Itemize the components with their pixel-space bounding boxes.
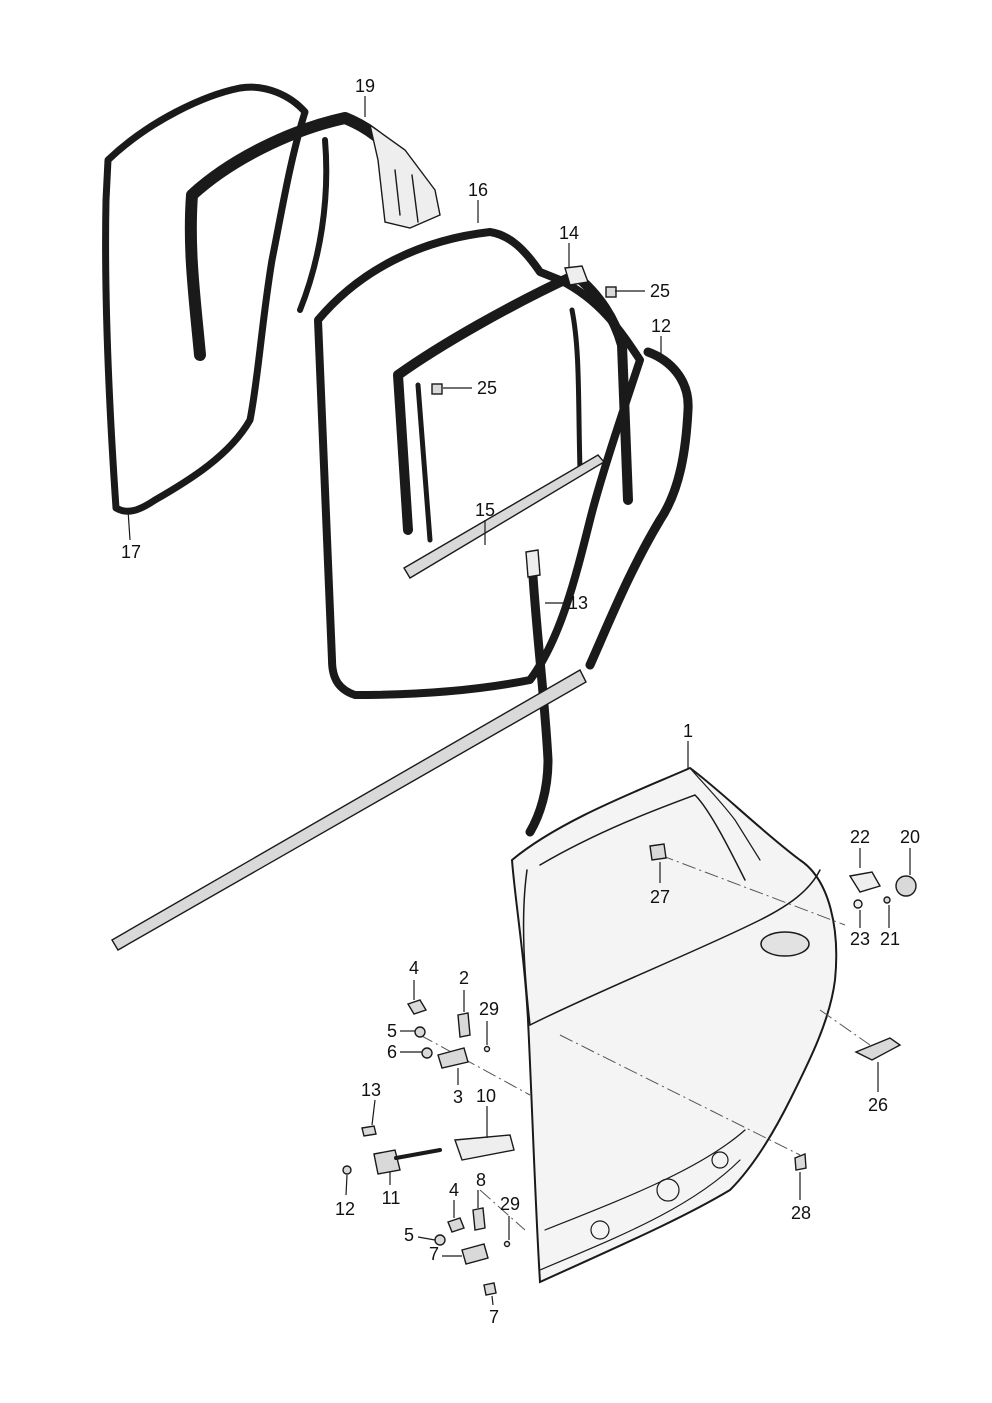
callout-19: 17 <box>121 542 141 562</box>
part-28 <box>794 1152 807 1171</box>
callout-12: 12 <box>335 1199 355 1219</box>
callout-8: 8 <box>476 1170 486 1190</box>
callout-29-upper: 29 <box>479 999 499 1019</box>
bolt-4-upper <box>406 999 428 1015</box>
hinge-2 <box>457 1012 471 1038</box>
boot-10 <box>454 1134 515 1161</box>
callout-3: 3 <box>453 1087 463 1107</box>
handle-26 <box>854 1037 902 1061</box>
clip-25-lower <box>431 383 443 395</box>
screw-13 <box>361 1125 377 1137</box>
callout-15: 13 <box>568 593 588 613</box>
callout-14: 12 <box>651 316 671 336</box>
part-23 <box>853 899 863 909</box>
callout-27: 27 <box>650 887 670 907</box>
part-20 <box>895 875 917 897</box>
bolt-7 <box>483 1282 497 1296</box>
small-hardware <box>342 286 917 1296</box>
callout-24: 19 <box>355 76 375 96</box>
callout-5-upper: 5 <box>387 1021 397 1041</box>
hinge-3 <box>437 1047 469 1069</box>
callout-2: 2 <box>459 968 469 988</box>
callout-6: 6 <box>387 1042 397 1062</box>
callout-23: 23 <box>850 929 870 949</box>
bolt-4-lower <box>447 1217 465 1233</box>
alignment-lines <box>419 854 871 1231</box>
callout-13: 13 <box>361 1080 381 1100</box>
part-17-belt-strip <box>403 454 606 579</box>
part-16-window-channel <box>393 265 633 543</box>
bracket-27 <box>649 843 667 861</box>
callout-26: 26 <box>868 1095 888 1115</box>
callout-25-upper: 25 <box>650 281 670 301</box>
pin-29-lower <box>503 1240 511 1248</box>
hinge-9 <box>461 1243 489 1265</box>
sill-moulding <box>111 669 587 951</box>
callout-20: 20 <box>900 827 920 847</box>
part-15-vertical-seal <box>525 549 553 837</box>
callout-9: 7 <box>429 1244 439 1264</box>
pin-29-upper <box>483 1045 491 1053</box>
nut-6 <box>421 1047 433 1059</box>
callout-18: 16 <box>468 180 488 200</box>
callout-22: 22 <box>850 827 870 847</box>
callout-16: 14 <box>559 223 579 243</box>
callout-7: 7 <box>489 1307 499 1327</box>
callout-1: 1 <box>683 721 693 741</box>
callout-21: 21 <box>880 929 900 949</box>
part-19-seal <box>102 83 309 515</box>
callout-10: 10 <box>476 1086 496 1106</box>
hinge-8 <box>472 1207 486 1231</box>
part-21 <box>883 896 891 904</box>
callout-25-lower: 25 <box>477 378 497 398</box>
callout-4-lower: 4 <box>449 1180 459 1200</box>
part-22 <box>848 871 882 893</box>
callout-5-lower: 5 <box>404 1225 414 1245</box>
part-24-frame-trim <box>184 112 441 361</box>
part-14-outer-seal <box>585 347 693 670</box>
screw-5-upper <box>414 1026 426 1038</box>
screw-12 <box>342 1165 352 1175</box>
callout-labels: 19 16 14 25 25 12 17 15 13 1 27 22 20 23… <box>121 76 920 1327</box>
callout-4-upper: 4 <box>409 958 419 978</box>
door-check-11 <box>373 1149 401 1175</box>
leader-lines <box>127 96 911 1306</box>
callout-17: 15 <box>475 500 495 520</box>
callout-28: 28 <box>791 1203 811 1223</box>
callout-29-lower: 29 <box>500 1194 520 1214</box>
part-18-opening-seal <box>314 228 644 699</box>
callout-11: 11 <box>382 1188 401 1208</box>
part-1-door-shell <box>510 766 838 1284</box>
clip-25-upper <box>605 286 617 298</box>
